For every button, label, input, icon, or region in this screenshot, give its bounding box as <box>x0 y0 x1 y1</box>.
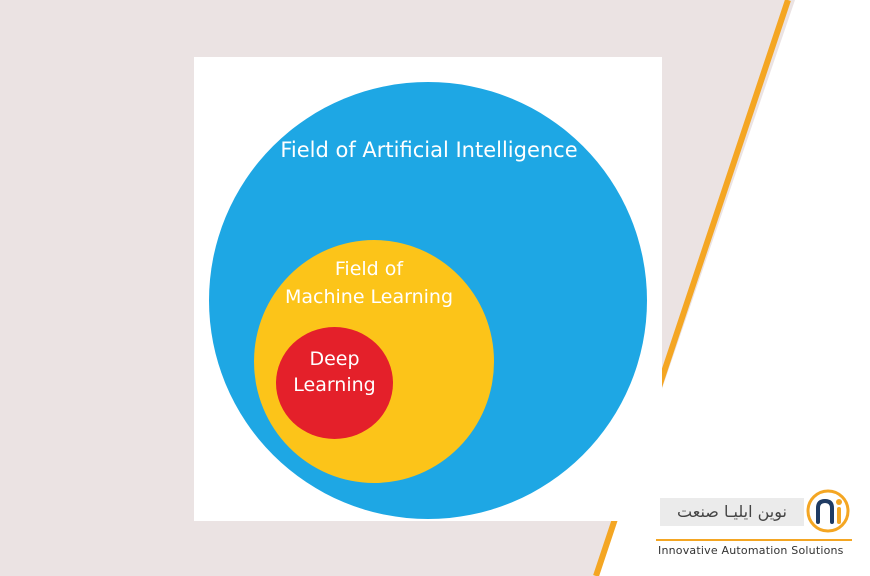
ai-label: Field of Artificial Intelligence <box>280 138 578 162</box>
deep-learning-label-line2: Learning <box>293 374 376 396</box>
company-logo: نوین ایلیـا صنعت Innovative Automation S… <box>656 486 856 557</box>
machine-learning-label: Field of Machine Learning <box>234 255 504 311</box>
company-name-persian: نوین ایلیـا صنعت <box>660 498 804 526</box>
logo-divider <box>656 539 852 541</box>
ni-logo-icon <box>806 489 850 533</box>
company-tagline: Innovative Automation Solutions <box>658 544 844 557</box>
deep-learning-label: Deep Learning <box>276 346 393 398</box>
deep-learning-circle <box>276 327 393 439</box>
machine-learning-label-line2: Machine Learning <box>284 286 454 308</box>
deep-learning-label-line1: Deep <box>309 348 360 370</box>
venn-diagram-panel: Field of Artificial Intelligence Field o… <box>194 57 662 521</box>
machine-learning-label-line1: Field of <box>334 258 404 280</box>
